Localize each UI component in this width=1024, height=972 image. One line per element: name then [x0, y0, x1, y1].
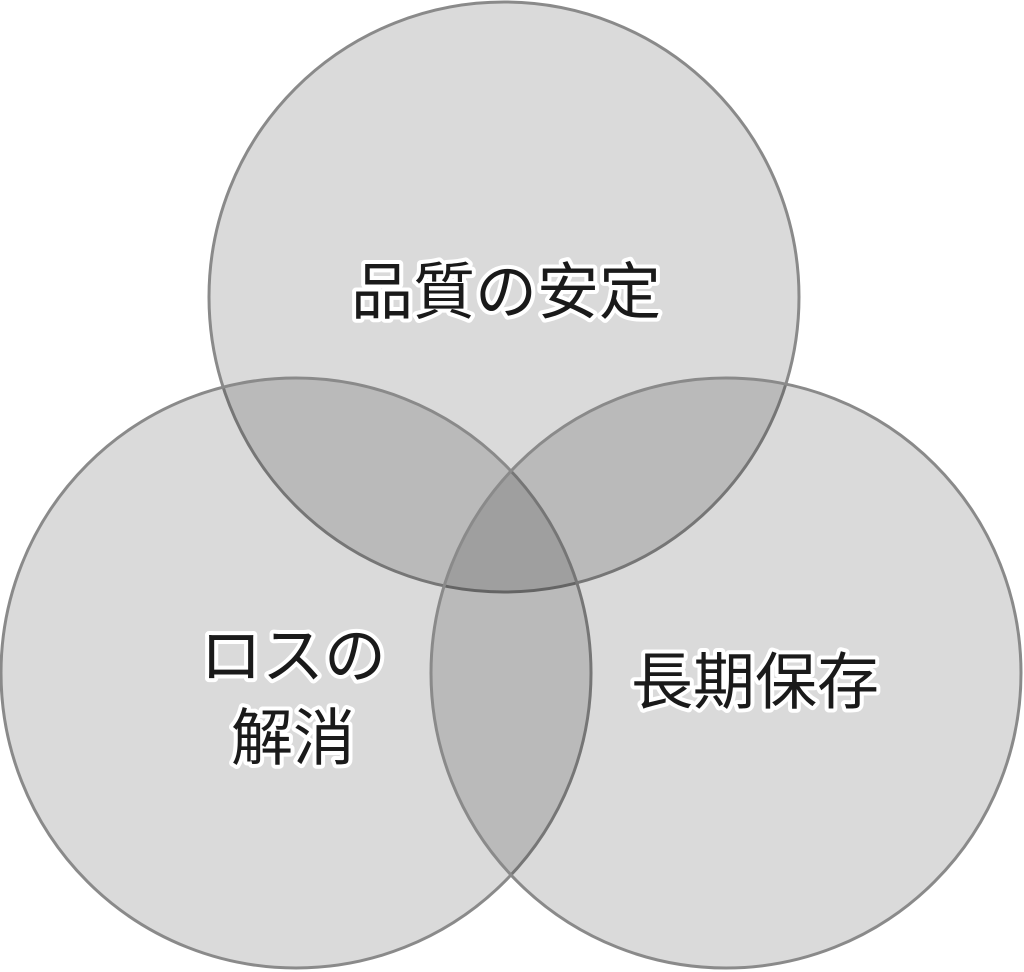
circle-long-term-storage — [429, 376, 1023, 970]
label-loss-elimination-line1: ロスの — [200, 620, 386, 693]
label-quality-stability: 品質の安定 — [351, 256, 661, 329]
circle-loss-elimination — [0, 376, 593, 970]
circle-quality-stability — [207, 0, 801, 594]
label-loss-elimination-line2: 解消 — [231, 702, 355, 775]
label-long-term-storage: 長期保存 — [631, 646, 879, 719]
